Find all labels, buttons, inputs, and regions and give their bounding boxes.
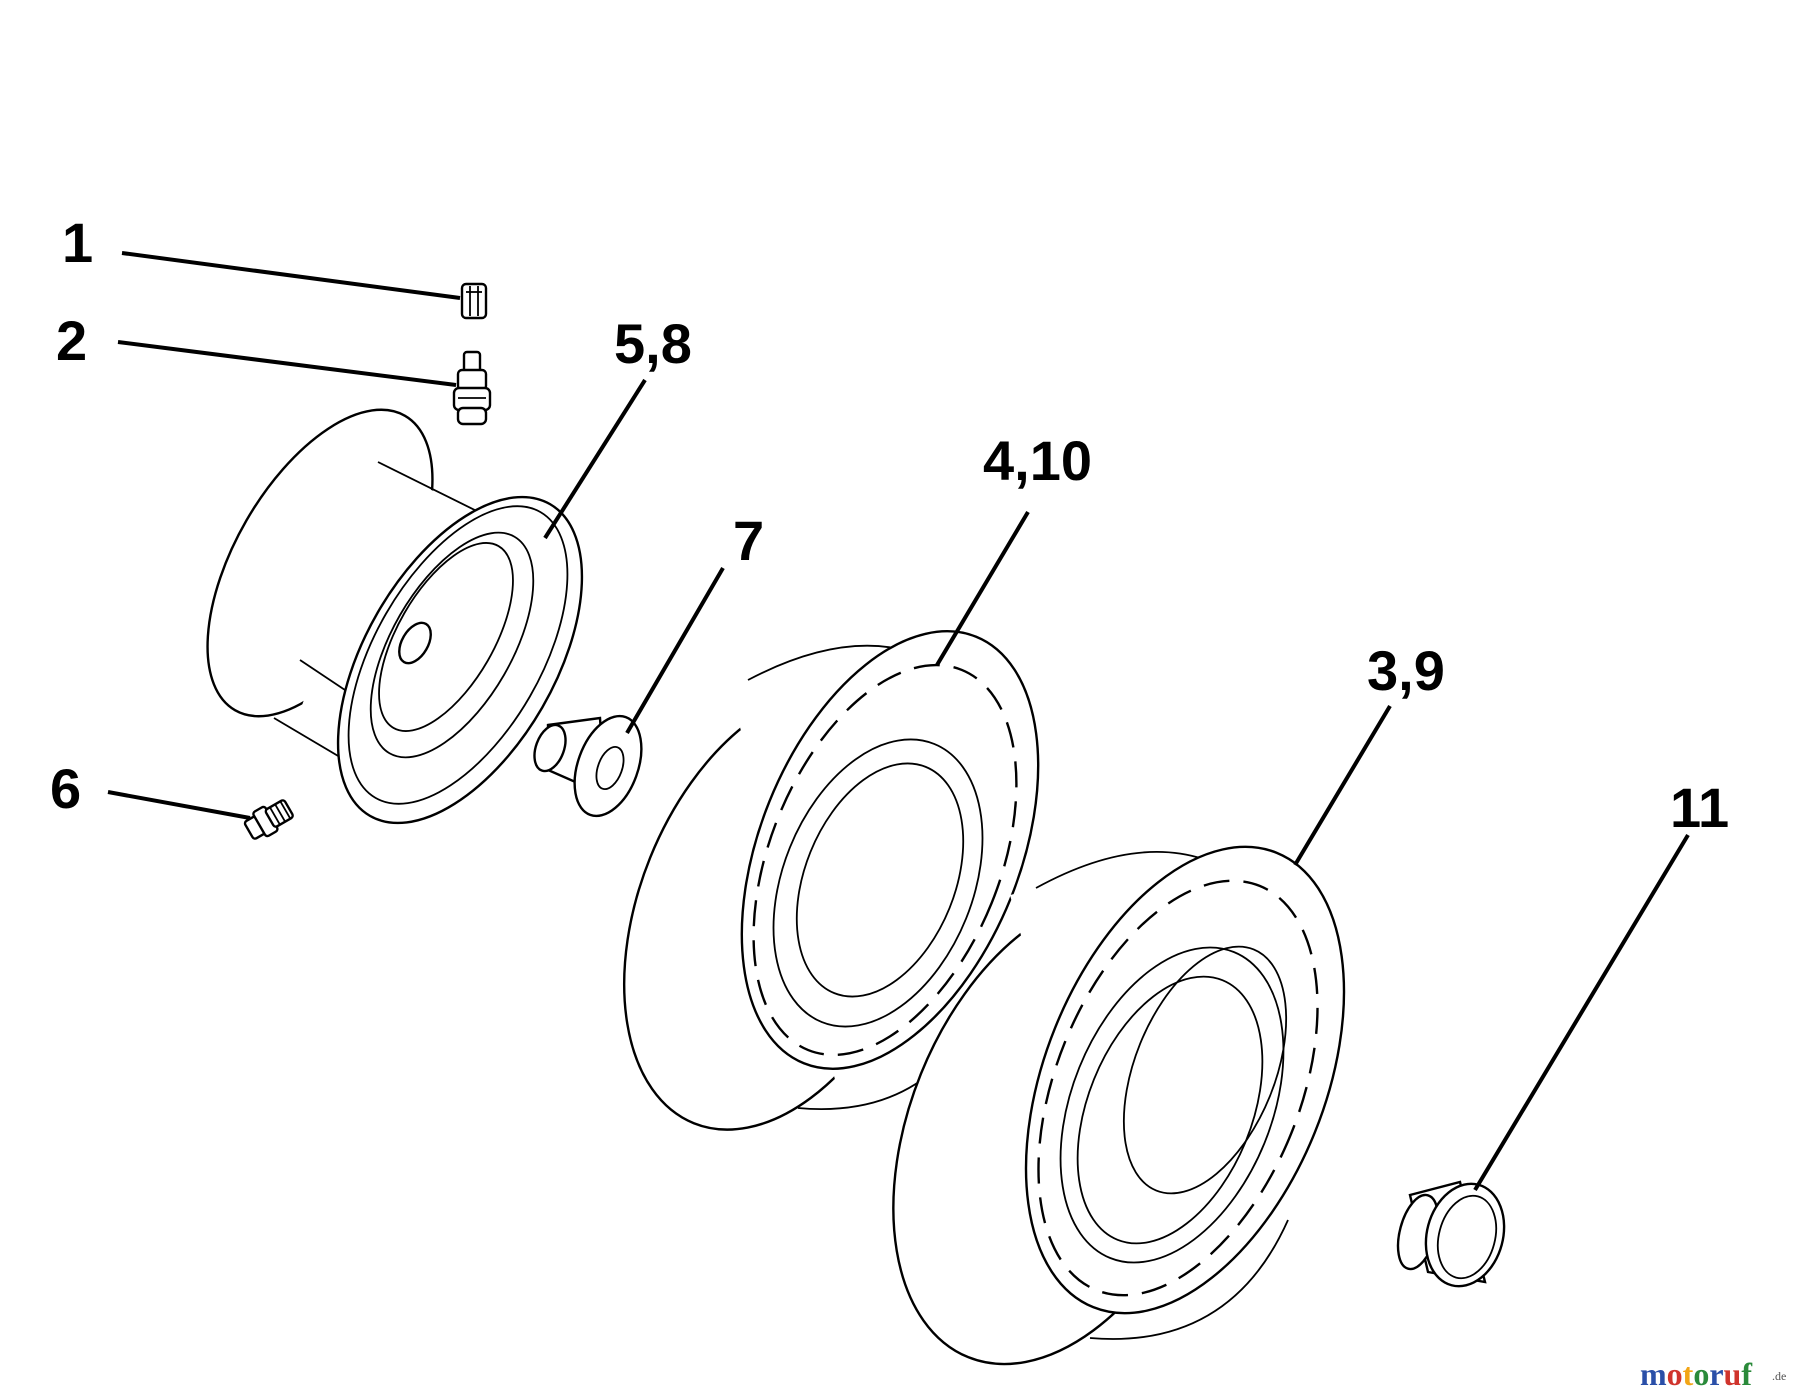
watermark-letter: t [1683,1356,1694,1392]
leader-3-9 [1293,704,1392,867]
watermark-logo: motoruf .de [1640,1356,1786,1392]
watermark-letter: u [1724,1356,1742,1392]
watermark-letter: r [1709,1356,1723,1392]
callout-1: 1 [62,211,93,274]
leader-4-10 [935,510,1030,667]
bushing [533,714,643,818]
valve-cap [460,282,488,320]
watermark-suffix: .de [1772,1369,1786,1383]
wheel-rim [206,408,584,825]
leader-11 [1473,833,1690,1192]
watermark-letter: f [1741,1356,1752,1392]
watermark-letter: o [1667,1356,1683,1392]
watermark-letter: m [1640,1356,1667,1392]
leader-lines [107,251,1690,1192]
valve-stem [452,350,492,426]
leader-1 [121,251,461,300]
callout-7: 7 [733,509,764,572]
callout-11: 11 [1670,776,1729,839]
tire-front [623,630,1040,1131]
callout-4-10: 4,10 [983,429,1092,492]
leader-5-8 [543,378,647,540]
callout-6: 6 [50,757,81,820]
callout-2: 2 [56,309,87,372]
hub-cap [1396,1180,1506,1288]
callout-labels: 1 2 5,8 6 7 4,10 3,9 11 [50,211,1729,839]
tire-rear [892,845,1346,1366]
leader-6 [107,790,251,820]
leader-7 [625,566,725,735]
watermark-letter: o [1693,1356,1709,1392]
callout-5-8: 5,8 [614,312,692,375]
leader-2 [117,340,457,387]
grease-fitting [243,799,294,840]
watermark-text: motoruf [1640,1356,1752,1392]
callout-3-9: 3,9 [1367,639,1445,702]
